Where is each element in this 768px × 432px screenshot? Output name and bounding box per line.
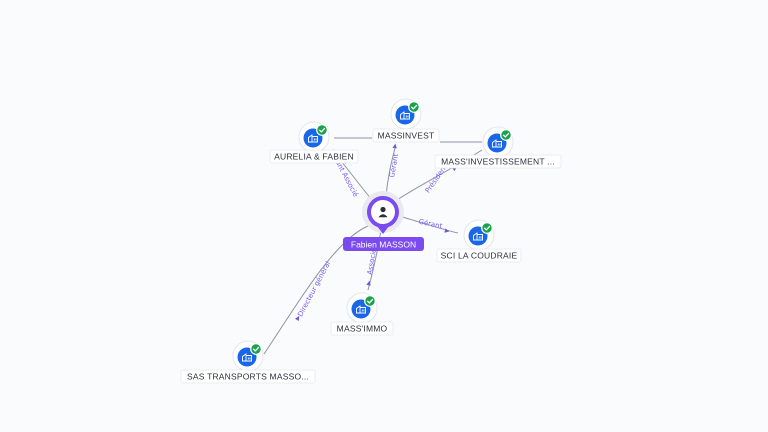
verified-check-icon <box>316 124 328 136</box>
company-name-label[interactable]: SCI LA COUDRAIE <box>441 251 518 261</box>
edge-line <box>367 229 382 291</box>
node-label-box <box>269 149 359 164</box>
node-label-box <box>434 154 562 169</box>
person-node[interactable]: Fabien MASSON <box>343 191 424 251</box>
building-icon <box>242 353 252 362</box>
person-icon <box>378 206 388 218</box>
company-name-label[interactable]: MASS'INVESTISSEMENT ... <box>441 157 555 167</box>
company-name-label[interactable]: MASSINVEST <box>378 131 435 141</box>
person-pin-tip <box>377 226 389 234</box>
edge-label: Directeur général <box>296 260 332 318</box>
verified-check-icon <box>500 129 512 141</box>
edge-line <box>263 225 369 355</box>
edge-arrow <box>444 228 450 233</box>
edge-label: Gérant <box>418 218 443 231</box>
company-node-massinvest[interactable]: MASSINVEST <box>372 98 440 143</box>
verified-check-icon <box>364 295 376 307</box>
verified-check-icon <box>481 222 493 234</box>
edge-arrow <box>392 143 397 149</box>
company-node-transports[interactable]: SAS TRANSPORTS MASSO... <box>180 340 316 384</box>
company-name-label[interactable]: AURELIA & FABIEN <box>274 152 354 162</box>
person-label-box <box>343 237 424 251</box>
building-icon <box>492 139 502 148</box>
node-label-box <box>436 248 522 263</box>
company-node-massinvestissement[interactable]: MASS'INVESTISSEMENT ... <box>434 126 562 169</box>
person-label[interactable]: Fabien MASSON <box>351 239 416 249</box>
company-name-label[interactable]: MASS'IMMO <box>337 324 388 334</box>
relation-edge: Gérant <box>398 215 459 234</box>
nodes-layer: MASSINVEST AURELIA & FABIEN MASS'INVESTISS… <box>180 98 562 384</box>
verified-check-icon <box>250 343 262 355</box>
building-icon <box>308 134 318 143</box>
edge-label: Gérant <box>388 153 400 178</box>
node-label-box <box>180 369 316 384</box>
edge-line <box>385 147 396 197</box>
building-icon <box>356 305 366 314</box>
edge-line <box>398 215 459 234</box>
company-node-coudraie[interactable]: SCI LA COUDRAIE <box>436 219 522 263</box>
building-icon <box>400 111 410 120</box>
building-icon <box>473 232 483 241</box>
company-name-label[interactable]: SAS TRANSPORTS MASSO... <box>187 372 309 382</box>
verified-check-icon <box>408 101 420 113</box>
edge-arrow <box>366 280 371 286</box>
edge-arrow <box>294 315 300 322</box>
relation-edge: Gérant <box>385 143 400 197</box>
company-node-aurelia[interactable]: AURELIA & FABIEN <box>269 121 359 164</box>
company-node-massimmo[interactable]: MASS'IMMO <box>330 292 394 336</box>
node-label-box <box>330 321 394 336</box>
edge-label: Associé <box>366 248 378 275</box>
node-label-box <box>372 128 440 143</box>
